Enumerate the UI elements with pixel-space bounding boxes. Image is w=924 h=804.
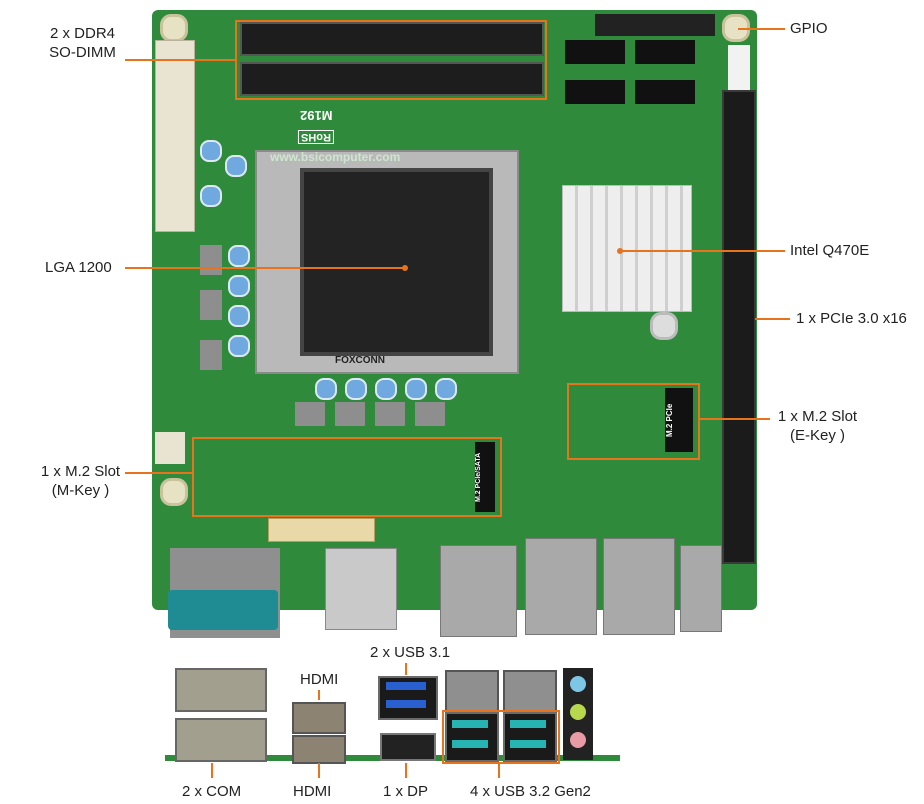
chipset-heatsink — [562, 185, 692, 312]
usb32-arrow — [498, 763, 500, 778]
choke — [375, 402, 405, 426]
pcie-label: 1 x PCIe 3.0 x16 — [796, 310, 907, 327]
lvds-connector — [268, 518, 375, 542]
usb31-port — [386, 682, 426, 690]
usb32-highlight — [442, 710, 560, 764]
capacitor — [200, 140, 222, 162]
hdmi-bottom-arrow — [318, 763, 320, 778]
lan-port-1 — [445, 670, 499, 714]
lan-port-2 — [503, 670, 557, 714]
choke — [335, 402, 365, 426]
chipset-leader-dot — [617, 248, 623, 254]
m2-e-label: 1 x M.2 Slot (E-Key ) — [770, 407, 865, 445]
hdmi-port-1 — [292, 702, 346, 734]
usb31-port — [386, 700, 426, 708]
usb32-port — [452, 720, 488, 728]
hdmi-port-2 — [292, 735, 346, 764]
capacitor — [228, 275, 250, 297]
mounting-hole — [160, 14, 188, 42]
hdmi-top-label: HDMI — [300, 671, 339, 688]
usb31-label: 2 x USB 3.1 — [370, 644, 451, 661]
m2-e-key-highlight — [567, 383, 700, 460]
com-port-1 — [175, 668, 267, 712]
m2-m-label: 1 x M.2 Slot (M-Key ) — [33, 462, 128, 500]
capacitor — [228, 335, 250, 357]
gpio-leader — [738, 28, 785, 30]
pcie-leader — [755, 318, 790, 320]
audio-line-out — [570, 704, 586, 720]
usb32-port — [510, 740, 546, 748]
atx-power-connector — [155, 40, 195, 232]
rohs-marking: RoHS — [298, 130, 334, 144]
capacitor — [228, 305, 250, 327]
ddr4-label: 2 x DDR4 SO-DIMM — [40, 24, 125, 62]
capacitor — [200, 185, 222, 207]
mounting-hole — [160, 478, 188, 506]
gpio-label: GPIO — [790, 20, 828, 37]
com-port-2 — [175, 718, 267, 762]
hdmi-bottom-label: HDMI — [293, 783, 332, 800]
sata-port — [635, 40, 695, 64]
hdmi-top-arrow — [318, 690, 320, 700]
choke — [415, 402, 445, 426]
ddr4-leader — [125, 59, 235, 61]
socket-brand: FOXCONN — [335, 355, 385, 366]
choke — [200, 290, 222, 320]
m2-m-label-line2: (M-Key ) — [51, 482, 110, 499]
lan-port-board — [525, 538, 597, 635]
usb31-arrow — [405, 663, 407, 675]
mounting-hole — [650, 312, 678, 340]
capacitor — [345, 378, 367, 400]
capacitor — [315, 378, 337, 400]
lga1200-socket — [300, 168, 493, 356]
displayport — [380, 733, 436, 761]
capacitor — [228, 245, 250, 267]
capacitor — [435, 378, 457, 400]
com-arrow — [211, 763, 213, 778]
pcie-x16-slot — [722, 90, 756, 564]
audio-mic — [570, 732, 586, 748]
lga-leader — [125, 267, 405, 269]
dp-label: 1 x DP — [383, 783, 429, 800]
choke — [200, 245, 222, 275]
audio-jack-board — [680, 545, 722, 632]
sata-port — [635, 80, 695, 104]
m2-e-label-line2: (E-Key ) — [789, 427, 845, 444]
com-db9 — [168, 590, 278, 630]
gpio-header — [595, 14, 715, 36]
com-label: 2 x COM — [182, 783, 242, 800]
chipset-leader — [620, 250, 785, 252]
capacitor — [225, 155, 247, 177]
model-marking: M192 — [300, 108, 333, 123]
capacitor — [375, 378, 397, 400]
choke — [295, 402, 325, 426]
lan-port-board — [603, 538, 675, 635]
aux-power-connector — [155, 432, 185, 464]
ddr4-label-line2: SO-DIMM — [49, 44, 116, 61]
m2-m-key-highlight — [192, 437, 502, 517]
ddr4-slot-2 — [240, 62, 544, 96]
m2-e-leader — [698, 418, 770, 420]
lga-label: LGA 1200 — [45, 259, 112, 276]
usb32-port — [510, 720, 546, 728]
usb-stack-board — [440, 545, 517, 637]
sata-port — [565, 80, 625, 104]
lga-leader-dot — [402, 265, 408, 271]
ddr4-slot-1 — [240, 22, 544, 56]
audio-line-in — [570, 676, 586, 692]
hdmi-dp-stack-board — [325, 548, 397, 630]
choke — [200, 340, 222, 370]
usb32-label: 4 x USB 3.2 Gen2 — [470, 783, 591, 800]
sata-port — [565, 40, 625, 64]
ddr4-highlight — [235, 20, 547, 100]
ddr4-label-line1: 2 x DDR4 — [49, 25, 116, 42]
m2-m-label-line1: 1 x M.2 Slot — [40, 463, 121, 480]
website-marking: www.bsicomputer.com — [270, 150, 401, 164]
usb32-port — [452, 740, 488, 748]
chipset-label: Intel Q470E — [790, 242, 870, 259]
m2-e-label-line1: 1 x M.2 Slot — [777, 408, 858, 425]
dp-arrow — [405, 763, 407, 778]
m2-m-leader — [125, 472, 192, 474]
capacitor — [405, 378, 427, 400]
